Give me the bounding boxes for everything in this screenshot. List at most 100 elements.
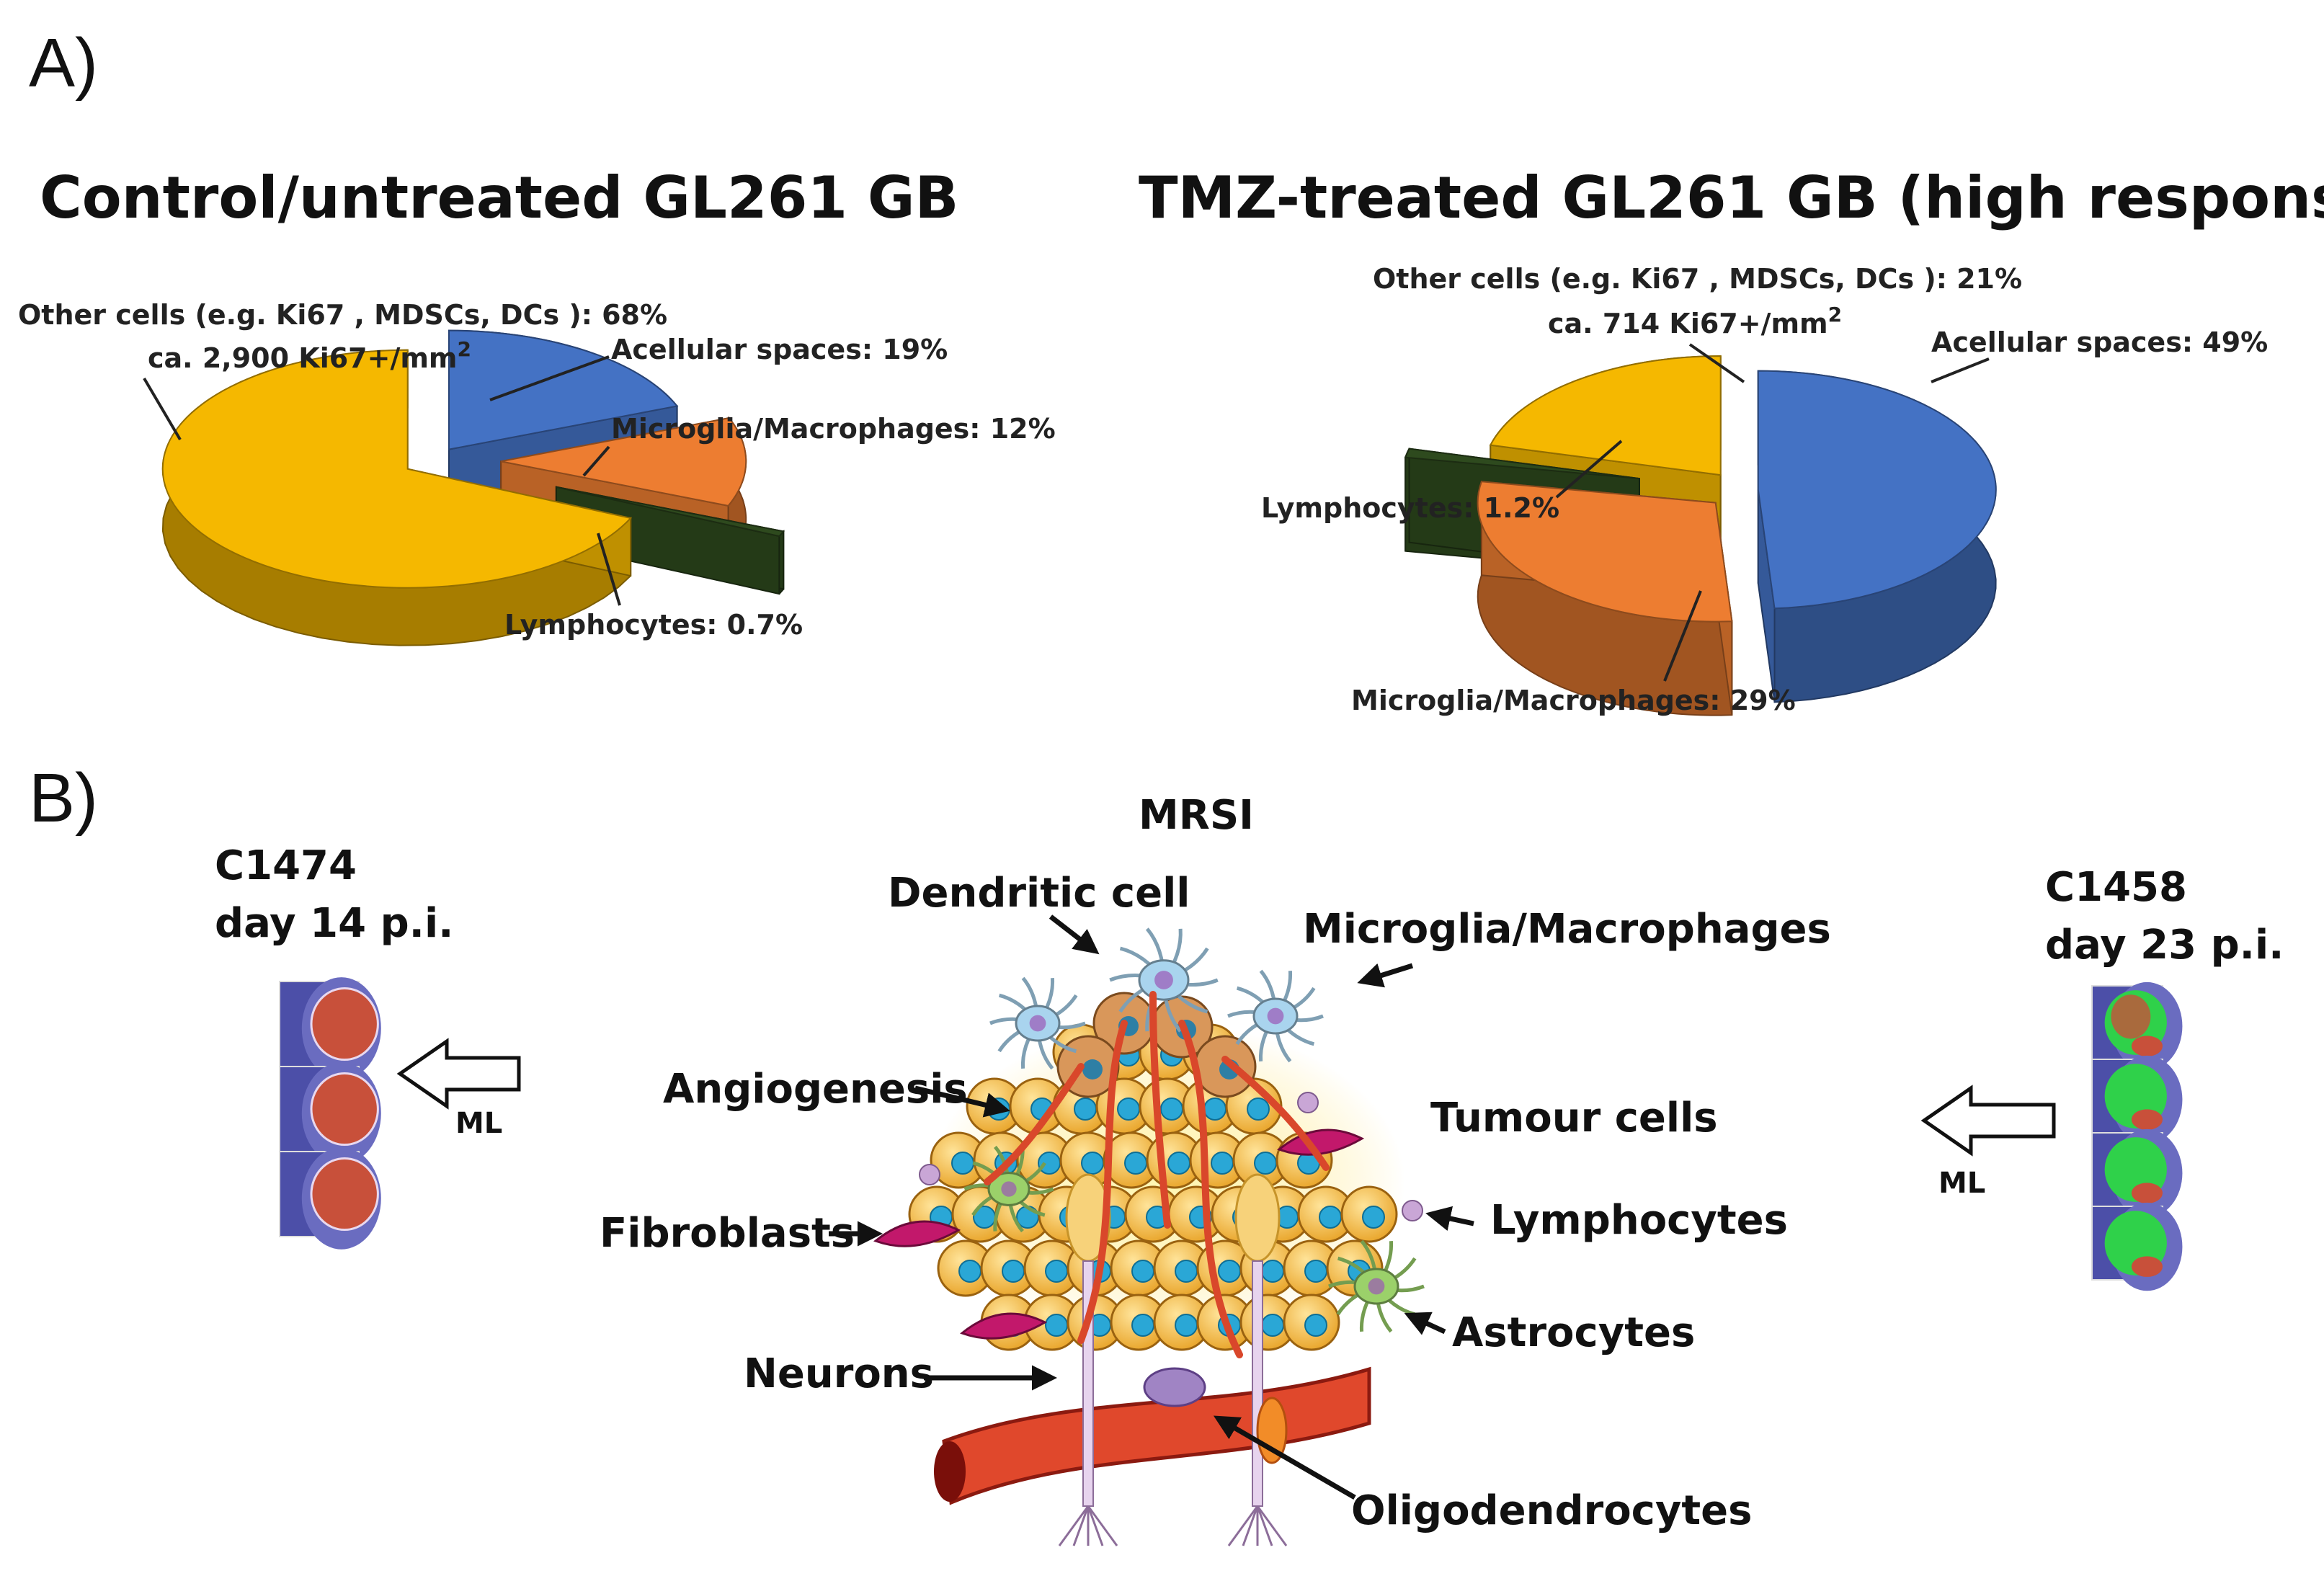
tumour-cell-35-nucleus: [1131, 1260, 1154, 1283]
tumour-cell-13-nucleus: [1038, 1152, 1061, 1175]
label-fibroblasts: Fibroblasts: [600, 1210, 855, 1257]
arrow-angiogenesis: [914, 1085, 1010, 1118]
pie2-slice-0: [1757, 370, 1997, 703]
pie1-leader-acellular: [489, 355, 610, 401]
neuron-1-terminal-1: [1242, 1505, 1259, 1546]
pie1-leader-other: [143, 377, 182, 441]
pie2-label-other: Other cells (e.g. Ki67 , MDSCs, DCs ): 2…: [1373, 263, 2022, 295]
tumour-cell-31: [937, 1239, 994, 1297]
tumour-cell-44-nucleus: [1131, 1314, 1154, 1337]
pie1-label-microglia: Microglia/Macrophages: 12%: [611, 413, 1056, 445]
pie1-label-acellular: Acellular spaces: 19%: [611, 334, 948, 365]
neuron-1-terminal-0: [1227, 1505, 1259, 1546]
pie2-slice-1: [1477, 481, 1733, 716]
label-neurons: Neurons: [744, 1350, 934, 1397]
right-mri-tile-1-edge: [2131, 1109, 2163, 1130]
label-oligodendrocytes: Oligodendrocytes: [1351, 1487, 1752, 1534]
arrow-microglia: [1357, 963, 1414, 988]
pie1-annotation-ki67-text: ca. 2,900 Ki67+/mm: [148, 342, 458, 374]
tumour-cell-14: [1059, 1131, 1117, 1189]
tumour-cell-33: [1023, 1239, 1081, 1297]
tumour-cell-44: [1110, 1294, 1167, 1351]
pie2-leader-lymphocytes: [1555, 440, 1623, 499]
pie2-slice-0-top: [1757, 370, 1997, 610]
microglia-left-nucleus: [1029, 1015, 1046, 1032]
pie-title-control: Control/untreated GL261 GB: [40, 164, 959, 231]
tumour-cell-16-nucleus: [1167, 1152, 1190, 1175]
pie2-slice-1-top: [1477, 481, 1733, 623]
neuron-0-terminal-1: [1072, 1505, 1090, 1546]
tumour-cell-42-nucleus: [1045, 1314, 1068, 1337]
pie2-leader-acellular: [1931, 357, 1990, 383]
neuron-0: [1058, 1173, 1118, 1546]
pie2-label-lymphocytes: Lymphocytes: 1.2%: [1261, 492, 1559, 524]
left-ml-arrow: [396, 1038, 521, 1110]
tumour-cell-37-nucleus: [1218, 1260, 1241, 1283]
right-ml-arrow: [1920, 1085, 2056, 1157]
tumour-cell-48: [1283, 1294, 1340, 1351]
tumour-cell-10-nucleus: [1247, 1098, 1270, 1121]
pie2-label-microglia: Microglia/Macrophages: 29%: [1351, 685, 1796, 716]
pie2-annotation-ki67: ca. 714 Ki67+/mm2: [1548, 303, 1842, 339]
pie1-slice-2-top: [556, 486, 785, 538]
tumour-cell-17-nucleus: [1211, 1152, 1234, 1175]
tumour-cell-18: [1232, 1131, 1290, 1189]
tumour-cell-30-nucleus: [1362, 1206, 1385, 1229]
vessel-lumen: [934, 1441, 966, 1502]
pie1-slice-3-top: [161, 349, 633, 589]
left-mri-tile-1-tumour: [310, 1072, 379, 1147]
pie-chart-tmz: TMZ-treated GL261 GB (high response) Oth…: [1139, 164, 2324, 716]
mrsi-title: MRSI: [1139, 792, 1254, 839]
arrow-oligodendrocytes: [1213, 1415, 1356, 1500]
right-mri-tile-2-edge: [2131, 1183, 2163, 1203]
fibroblast-2: [960, 1312, 1048, 1340]
tumour-cell-29-nucleus: [1319, 1206, 1342, 1229]
pie-title-tmz: TMZ-treated GL261 GB (high response): [1139, 164, 2324, 231]
pie1-annotation-ki67: ca. 2,900 Ki67+/mm2: [148, 337, 471, 374]
pie2-slices: [1404, 355, 1997, 716]
lymphocyte-2: [1297, 1092, 1319, 1113]
pie1-slices: [161, 329, 785, 646]
right-case-id: C1458: [2045, 864, 2187, 911]
left-case-day: day 14 p.i.: [215, 900, 453, 947]
pie2-label-acellular: Acellular spaces: 49%: [1931, 326, 2268, 358]
tumour-cell-6-nucleus: [1074, 1098, 1097, 1121]
neuron-0-terminal-3: [1087, 1505, 1104, 1546]
arrow-astrocytes: [1404, 1312, 1446, 1335]
arrow-dendritic: [1049, 914, 1100, 955]
tumour-cell-47-nucleus: [1261, 1314, 1284, 1337]
pie2-slice-3-top: [1489, 355, 1722, 476]
left-mri-tile-0: [279, 977, 381, 1079]
astrocyte-left-nucleus: [1001, 1181, 1017, 1197]
tumour-microenvironment-illustration: [873, 927, 1425, 1546]
left-mri-tile-2: [279, 1147, 381, 1250]
pie1-label-lymphocytes: Lymphocytes: 0.7%: [504, 609, 803, 641]
left-case-id: C1474: [215, 842, 357, 889]
label-dendritic-cell: Dendritic cell: [888, 870, 1190, 917]
pie1-slice-0-top: [448, 329, 679, 450]
pie1-annotation-ki67-sup: 2: [458, 337, 471, 361]
left-mri-tile-2-tumour: [310, 1157, 379, 1232]
right-mri-tile-0: [2091, 981, 2183, 1071]
tumour-cell-45-nucleus: [1175, 1314, 1198, 1337]
angio-vessel-0: [1077, 1020, 1128, 1344]
angiogenic-vessels: [984, 991, 1330, 1358]
right-case-day: day 23 p.i.: [2045, 922, 2284, 969]
right-ml-label: ML: [1938, 1167, 1985, 1200]
lymphocyte-0: [1402, 1200, 1423, 1221]
neuron-1-soma: [1234, 1173, 1281, 1263]
dendritic-cell: [1109, 927, 1219, 1033]
fibroblast-0: [873, 1220, 961, 1247]
upper-tumour-cell-2-nucleus: [1082, 1059, 1103, 1079]
pie1-leader-microglia: [582, 445, 610, 477]
tumour-cell-38-nucleus: [1261, 1260, 1284, 1283]
tumour-cell-31-nucleus: [958, 1260, 981, 1283]
angio-vessel-2: [984, 1063, 1085, 1185]
right-mri-tile-3-edge: [2131, 1256, 2163, 1277]
angio-vessel-4: [1149, 991, 1171, 1229]
neuron-0-terminal-4: [1087, 1505, 1118, 1546]
arrow-lymphocytes: [1425, 1206, 1474, 1232]
left-mri-stack: [279, 977, 381, 1250]
pie2-annotation-ki67-sup: 2: [1828, 303, 1842, 326]
